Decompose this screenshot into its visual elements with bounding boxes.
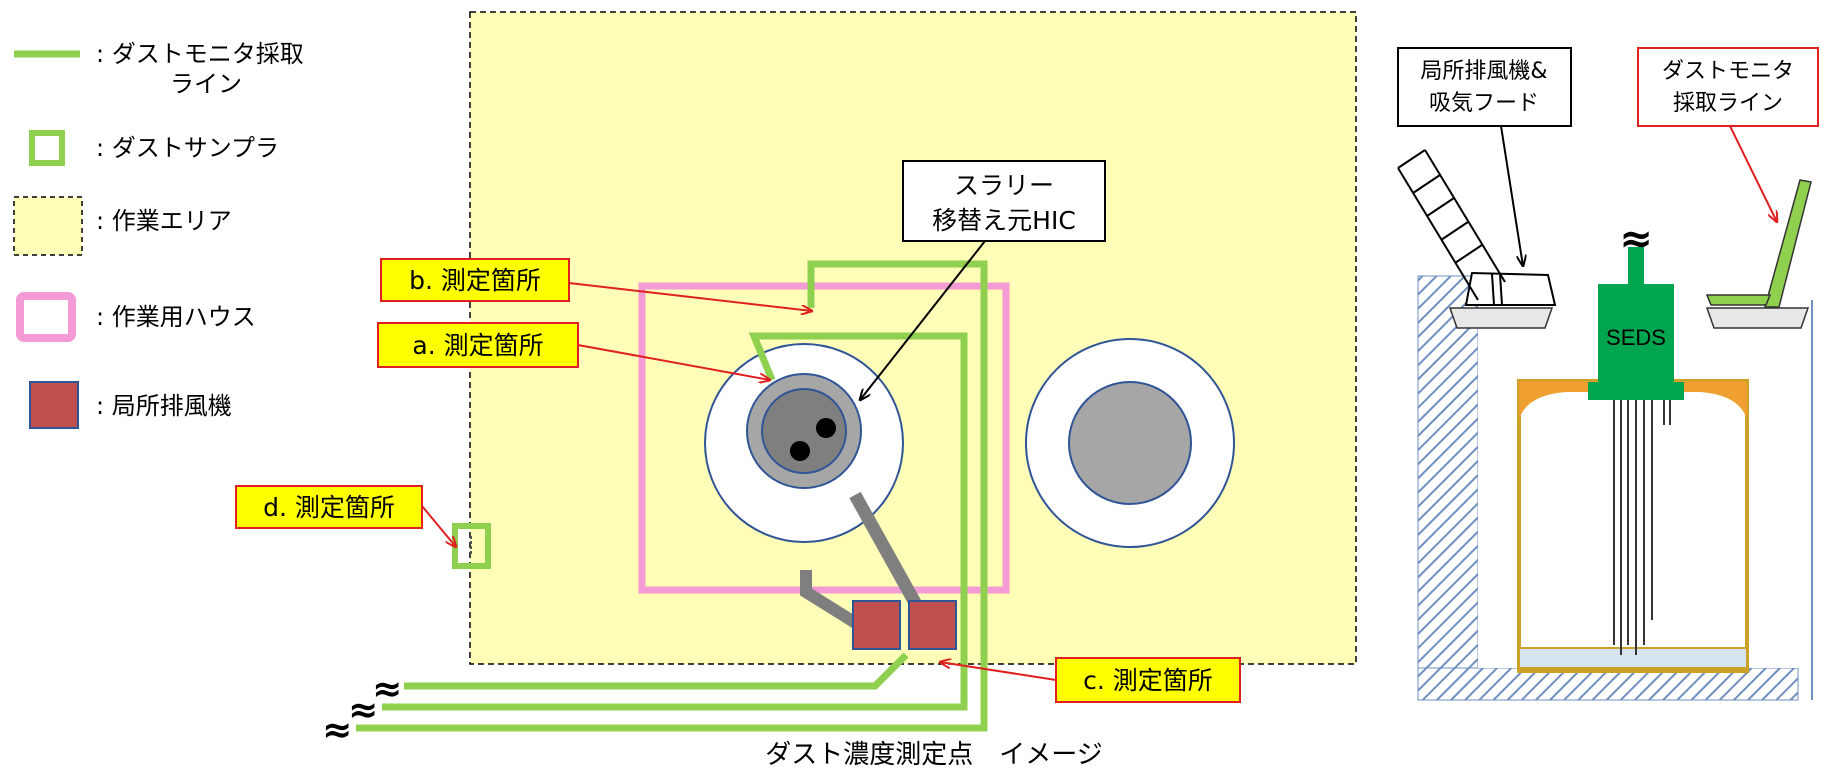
hic-port-dot [816, 418, 836, 438]
seds-wave-mark: ≈ [1619, 216, 1653, 262]
exhaust-duct [800, 570, 874, 638]
legend-sampler-label: : ダストサンプラ [96, 134, 279, 162]
slurry-hic-callout [902, 160, 1106, 242]
hic-container-bottom [1518, 647, 1748, 669]
seds-label: SEDS [1606, 325, 1666, 350]
seds-body [1598, 284, 1674, 388]
legend-exhaust-swatch [29, 381, 79, 429]
dust-monitor-foot [1705, 294, 1772, 306]
dust-line-callout-line2: 採取ライン [1673, 91, 1783, 116]
dust-monitor-line-c [404, 652, 909, 690]
exhaust-hood [1464, 271, 1557, 306]
legend-sampler-swatch [29, 130, 65, 166]
legend-line-label: : ダストモニタ採取 [96, 40, 304, 68]
callout-d-label: d. 測定箇所 [263, 493, 395, 522]
exhaust-hood-detail [1491, 273, 1495, 306]
slurry-hic-callout-line2: 移替え元HIC [932, 206, 1076, 235]
legend-house-label: : 作業用ハウス [96, 303, 256, 331]
hic-inner-circle [761, 388, 847, 474]
legend-area-label: : 作業エリア [96, 207, 232, 235]
side-view: SEDS ≈ [1397, 47, 1819, 701]
seds-stem [1628, 247, 1644, 285]
callout-a-arrow [577, 344, 770, 380]
work-house [638, 282, 1010, 594]
legend-exhaust-label: : 局所排風機 [96, 392, 232, 420]
dust-monitor-line-a [382, 332, 968, 711]
exhaust-hood-detail [1499, 273, 1503, 306]
legend-line-label-2: ライン [170, 70, 242, 98]
plan-view: ≈ ≈ ≈ スラリー 移替え元HIC b. 測定箇所 a. 測定箇所 d. 測定… [235, 11, 1357, 769]
dust-line-arrow [1729, 125, 1777, 222]
callout-a-label: a. 測定箇所 [412, 331, 543, 360]
callout-b-label: b. 測定箇所 [409, 266, 541, 295]
hic-port-dot [790, 441, 810, 461]
legend: : ダストモニタ採取 ライン : ダストサンプラ : 作業エリア : 作業用ハウ… [13, 40, 304, 429]
local-exhaust-unit [908, 600, 957, 650]
callout-c-arrow [940, 662, 1057, 681]
pit-wall-left [1417, 275, 1479, 701]
exhaust-hood-callout [1397, 47, 1572, 127]
exhaust-hood-callout-line2: 吸気フード [1429, 91, 1539, 116]
diagram-caption: ダスト濃度測定点 イメージ [765, 740, 1102, 769]
seds-tubes [1613, 400, 1671, 655]
callout-b-arrow [568, 282, 812, 311]
local-exhaust-unit [852, 600, 901, 650]
callout-c-label: c. 測定箇所 [1083, 666, 1213, 695]
line-break-mark: ≈ [348, 690, 378, 731]
hic-container-top [1519, 381, 1747, 420]
slurry-hic-arrow [860, 240, 986, 400]
exhaust-hood-callout-line1: 局所排風機& [1420, 59, 1547, 84]
dust-monitor-line-b [356, 260, 988, 732]
seds-flange [1588, 382, 1684, 400]
dust-line-callout-line1: ダストモニタ [1662, 59, 1794, 84]
pit-floor [1417, 667, 1799, 701]
exhaust-hood-arrow [1500, 125, 1523, 266]
hic-right-grey-circle [1068, 381, 1192, 505]
legend-area-swatch [13, 196, 83, 256]
slurry-hic-callout-line1: スラリー [954, 171, 1054, 200]
callout-d [235, 485, 423, 529]
callout-b [380, 258, 570, 302]
line-break-mark: ≈ [372, 669, 402, 710]
callout-d-arrow [421, 505, 456, 547]
hic-container [1517, 379, 1749, 673]
exhaust-duct-ladder [1397, 149, 1506, 301]
line-break-mark: ≈ [322, 710, 352, 751]
dust-monitor-pipe [1764, 179, 1812, 308]
floor-slab-right [1705, 307, 1810, 329]
floor-slab-left [1448, 307, 1554, 329]
dust-line-callout [1637, 47, 1819, 127]
callout-c [1055, 657, 1241, 703]
legend-house-swatch [16, 292, 76, 342]
